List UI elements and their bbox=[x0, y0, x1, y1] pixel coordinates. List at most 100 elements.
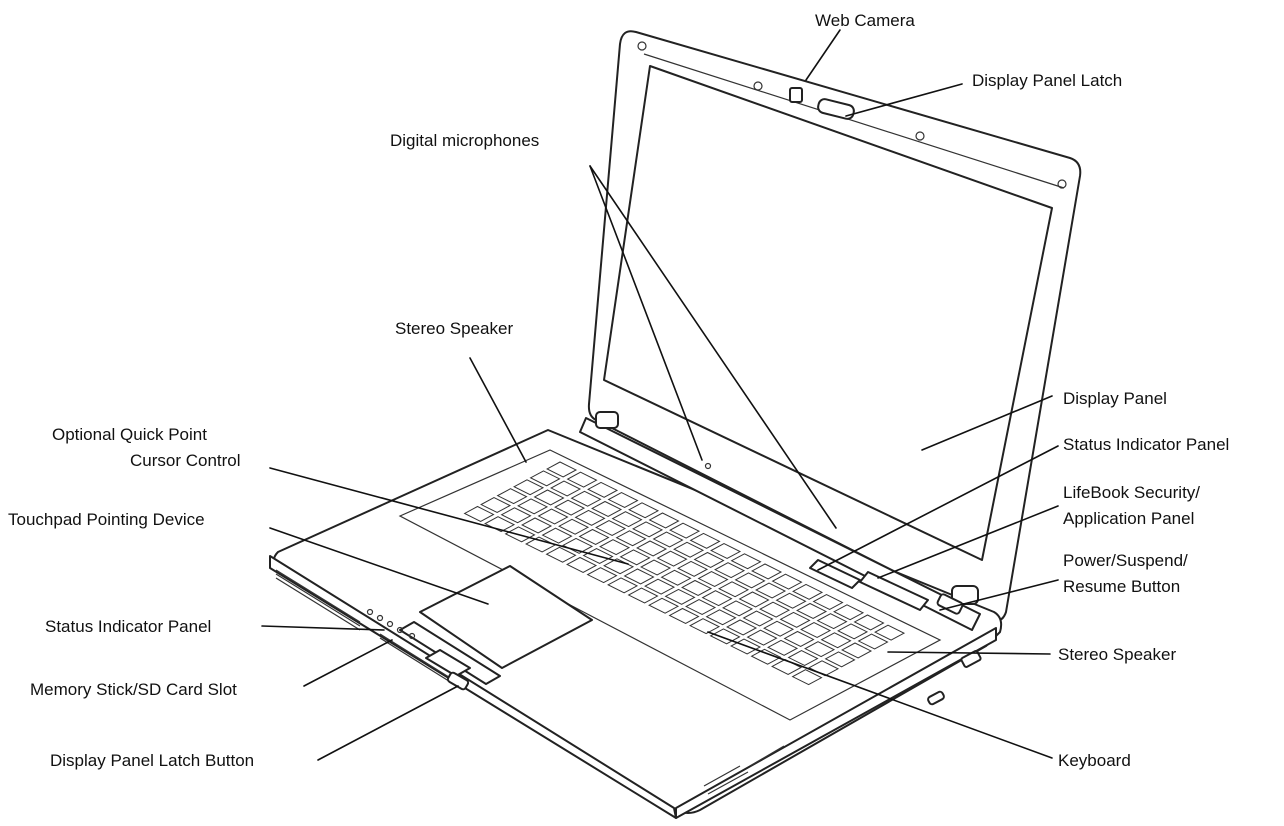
web-camera-icon bbox=[789, 87, 803, 103]
keyboard-key bbox=[681, 579, 713, 596]
keyboard-key bbox=[734, 572, 766, 589]
keyboard-key bbox=[484, 516, 516, 533]
keyboard-keys bbox=[463, 461, 906, 686]
status-led-icon bbox=[376, 614, 384, 622]
keyboard-key bbox=[587, 481, 619, 498]
keyboard-key bbox=[619, 549, 651, 566]
keyboard-key bbox=[660, 569, 692, 586]
keyboard-key bbox=[566, 556, 598, 573]
keyboard-key bbox=[689, 618, 721, 635]
keyboard-key bbox=[623, 568, 655, 585]
leader-power-suspend bbox=[939, 579, 1059, 611]
keyboard-key bbox=[550, 480, 582, 497]
keyboard-key bbox=[792, 583, 824, 600]
keyboard-key bbox=[669, 522, 701, 539]
leader-digital-microphones-b bbox=[589, 165, 837, 529]
keyboard-key bbox=[771, 573, 803, 590]
keyboard-key bbox=[701, 590, 733, 607]
label-keyboard: Keyboard bbox=[1058, 751, 1131, 770]
label-digital-microphones: Digital microphones bbox=[390, 131, 539, 150]
keyboard-key bbox=[640, 559, 672, 576]
power-button-icon bbox=[936, 593, 964, 615]
keyboard-key bbox=[545, 546, 577, 563]
side-port-icon bbox=[960, 650, 982, 668]
keyboard-key bbox=[648, 597, 680, 614]
keyboard-key bbox=[615, 530, 647, 547]
label-web-camera: Web Camera bbox=[815, 11, 915, 30]
keyboard-key bbox=[644, 578, 676, 595]
keyboard-key bbox=[554, 499, 586, 516]
keyboard-key bbox=[656, 550, 688, 567]
keyboard-key bbox=[738, 591, 770, 608]
keyboard-key bbox=[607, 577, 639, 594]
keyboard-key bbox=[714, 562, 746, 579]
keyboard-key bbox=[607, 492, 639, 509]
keyboard-key bbox=[586, 567, 618, 584]
laptop-illustration bbox=[269, 30, 1082, 819]
keyboard-key bbox=[628, 502, 660, 519]
keyboard-key bbox=[820, 632, 852, 649]
status-led-icon bbox=[386, 620, 394, 628]
keyboard-key bbox=[718, 581, 750, 598]
keyboard-key bbox=[775, 592, 807, 609]
leader-display-latch-button bbox=[317, 685, 459, 761]
label-lifebook-security-2: Application Panel bbox=[1063, 509, 1194, 528]
leader-display-panel-latch bbox=[845, 83, 963, 117]
keyboard-key bbox=[697, 571, 729, 588]
keyboard-key bbox=[521, 517, 553, 534]
leader-lines bbox=[261, 29, 1059, 761]
keyboard-key bbox=[804, 641, 836, 658]
keyboard-key bbox=[562, 537, 594, 554]
keyboard-key bbox=[648, 512, 680, 529]
keyboard-key bbox=[742, 610, 774, 627]
keyboard-key bbox=[791, 669, 823, 686]
laptop-base-right-edge bbox=[675, 627, 997, 819]
keyboard-area bbox=[398, 449, 942, 721]
display-bezel-inner bbox=[643, 53, 1065, 189]
keyboard-key bbox=[673, 541, 705, 558]
keyboard-key bbox=[595, 520, 627, 537]
keyboard-key bbox=[746, 629, 778, 646]
keyboard-key bbox=[496, 488, 528, 505]
keyboard-key bbox=[857, 633, 889, 650]
microphone-dot-icon bbox=[915, 131, 925, 141]
leader-touchpad bbox=[269, 527, 489, 605]
keyboard-key bbox=[541, 527, 573, 544]
label-optional-quick-point-1: Optional Quick Point bbox=[52, 425, 207, 444]
keyboard-key bbox=[591, 500, 623, 517]
side-port-icon bbox=[927, 690, 945, 706]
label-stereo-speaker-top: Stereo Speaker bbox=[395, 319, 513, 338]
label-display-panel-latch: Display Panel Latch bbox=[972, 71, 1122, 90]
keyboard-key bbox=[816, 613, 848, 630]
keyboard-key bbox=[824, 651, 856, 668]
keyboard-key bbox=[570, 490, 602, 507]
keyboard-key bbox=[500, 507, 532, 524]
keyboard-key bbox=[529, 470, 561, 487]
keyboard-key bbox=[685, 599, 717, 616]
touchpad bbox=[419, 565, 593, 669]
keyboard-key bbox=[726, 619, 758, 636]
keyboard-key bbox=[636, 540, 668, 557]
keyboard-key bbox=[463, 505, 495, 522]
keyboard-key bbox=[755, 582, 787, 599]
label-touchpad: Touchpad Pointing Device bbox=[8, 510, 205, 529]
keyboard-key bbox=[480, 497, 512, 514]
label-display-latch-button: Display Panel Latch Button bbox=[50, 751, 254, 770]
keyboard-key bbox=[783, 630, 815, 647]
leader-display-panel bbox=[921, 395, 1053, 451]
leader-status-indicator-right bbox=[817, 445, 1059, 571]
keyboard-key bbox=[599, 539, 631, 556]
keyboard-key bbox=[611, 511, 643, 528]
keyboard-key bbox=[779, 611, 811, 628]
keyboard-key bbox=[710, 543, 742, 560]
touchpad-button-left bbox=[399, 621, 501, 685]
keyboard-key bbox=[537, 508, 569, 525]
leader-digital-microphones-a bbox=[589, 165, 703, 461]
latch-button-icon bbox=[446, 671, 470, 691]
security-panel-strip bbox=[859, 571, 929, 611]
keyboard-key bbox=[513, 479, 545, 496]
label-memory-stick: Memory Stick/SD Card Slot bbox=[30, 680, 237, 699]
keyboard-key bbox=[763, 620, 795, 637]
label-status-indicator-left: Status Indicator Panel bbox=[45, 617, 211, 636]
status-led-icon bbox=[366, 608, 374, 616]
